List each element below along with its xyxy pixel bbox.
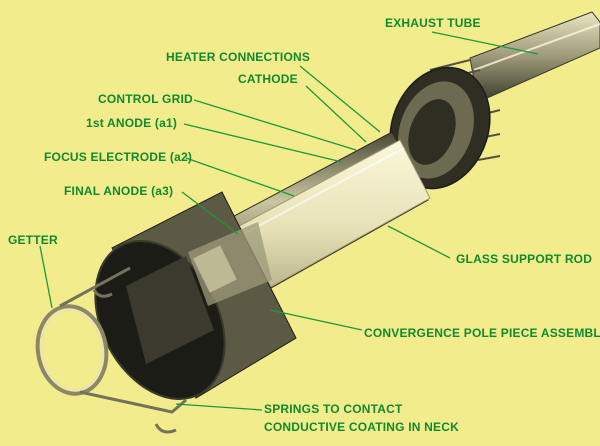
label-heater-connections: HEATER CONNECTIONS: [166, 50, 310, 64]
label-control-grid: CONTROL GRID: [98, 92, 193, 106]
leader-heater-connections: [300, 66, 380, 132]
leader-glass-support-rod: [388, 226, 450, 258]
leader-focus-electrode: [186, 158, 294, 196]
leader-control-grid: [194, 100, 356, 150]
leader-getter: [40, 246, 52, 308]
label-convergence-pole-piece-assembly: CONVERGENCE POLE PIECE ASSEMBLY: [364, 326, 600, 340]
label-exhaust-tube: EXHAUST TUBE: [385, 16, 481, 30]
label-glass-support-rod: GLASS SUPPORT ROD: [456, 252, 592, 266]
leader-cathode: [306, 86, 366, 142]
exhaust-tube-part: [470, 12, 600, 102]
label-cathode: CATHODE: [238, 72, 298, 86]
label-springs-line2: CONDUCTIVE COATING IN NECK: [264, 420, 459, 434]
leader-first-anode: [184, 124, 342, 162]
leader-springs: [176, 404, 262, 410]
label-getter: GETTER: [8, 233, 58, 247]
label-first-anode: 1st ANODE (a1): [86, 116, 177, 130]
label-focus-electrode: FOCUS ELECTRODE (a2): [44, 150, 192, 164]
label-springs-line1: SPRINGS TO CONTACT: [264, 402, 403, 416]
label-final-anode: FINAL ANODE (a3): [64, 184, 173, 198]
